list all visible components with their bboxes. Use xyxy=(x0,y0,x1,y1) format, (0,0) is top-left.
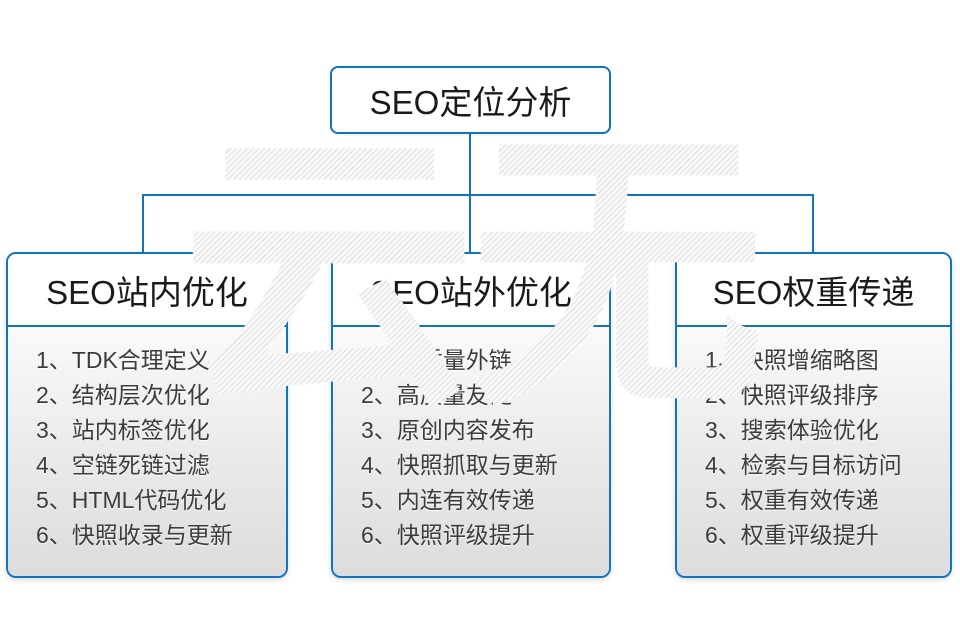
list-item: 1、TDK合理定义 xyxy=(36,347,210,373)
list-item: 5、HTML代码优化 xyxy=(36,487,227,513)
root-node-seo-positioning: SEO定位分析 xyxy=(330,66,611,134)
column-onsite-optimization: SEO站内优化 1、TDK合理定义 2、结构层次优化 3、站内标签优化 4、空链… xyxy=(6,252,288,578)
list-item: 3、站内标签优化 xyxy=(36,417,210,443)
column-weight-body: 1、快照增缩略图 2、快照评级排序 3、搜索体验优化 4、检索与目标访问 5、权… xyxy=(677,327,950,576)
column-offsite-title: SEO站外优化 xyxy=(370,273,572,311)
column-onsite-body: 1、TDK合理定义 2、结构层次优化 3、站内标签优化 4、空链死链过滤 5、H… xyxy=(8,327,286,576)
column-weight-title: SEO权重传递 xyxy=(712,273,915,311)
list-item: 4、检索与目标访问 xyxy=(705,452,902,478)
list-item: 6、权重评级提升 xyxy=(705,522,879,548)
list-item: 4、空链死链过滤 xyxy=(36,452,210,478)
list-item: 2、结构层次优化 xyxy=(36,382,210,408)
column-onsite-title: SEO站内优化 xyxy=(46,273,248,311)
connector-root-vertical xyxy=(469,134,471,253)
column-onsite-header: SEO站内优化 xyxy=(8,254,286,327)
column-weight-header: SEO权重传递 xyxy=(677,254,950,327)
list-item: 6、快照收录与更新 xyxy=(36,522,233,548)
column-onsite-list: 1、TDK合理定义 2、结构层次优化 3、站内标签优化 4、空链死链过滤 5、H… xyxy=(36,343,280,553)
column-offsite-list: 1、高质量外链 2、高质量友链 3、原创内容发布 4、快照抓取与更新 5、内连有… xyxy=(361,343,603,553)
list-item: 3、搜索体验优化 xyxy=(705,417,879,443)
column-weight-list: 1、快照增缩略图 2、快照评级排序 3、搜索体验优化 4、检索与目标访问 5、权… xyxy=(705,343,944,553)
column-offsite-optimization: SEO站外优化 1、高质量外链 2、高质量友链 3、原创内容发布 4、快照抓取与… xyxy=(331,252,611,578)
list-item: 5、内连有效传递 xyxy=(361,487,535,513)
column-offsite-header: SEO站外优化 xyxy=(333,254,609,327)
list-item: 5、权重有效传递 xyxy=(705,487,879,513)
connector-horizontal xyxy=(142,194,814,196)
list-item: 2、高质量友链 xyxy=(361,382,512,408)
list-item: 1、高质量外链 xyxy=(361,347,512,373)
list-item: 3、原创内容发布 xyxy=(361,417,535,443)
list-item: 4、快照抓取与更新 xyxy=(361,452,558,478)
connector-right-vertical xyxy=(812,195,814,253)
root-node-label: SEO定位分析 xyxy=(369,84,572,121)
column-offsite-body: 1、高质量外链 2、高质量友链 3、原创内容发布 4、快照抓取与更新 5、内连有… xyxy=(333,327,609,576)
list-item: 1、快照增缩略图 xyxy=(705,347,879,373)
connector-left-vertical xyxy=(142,195,144,253)
column-weight-transfer: SEO权重传递 1、快照增缩略图 2、快照评级排序 3、搜索体验优化 4、检索与… xyxy=(675,252,952,578)
list-item: 2、快照评级排序 xyxy=(705,382,879,408)
list-item: 6、快照评级提升 xyxy=(361,522,535,548)
